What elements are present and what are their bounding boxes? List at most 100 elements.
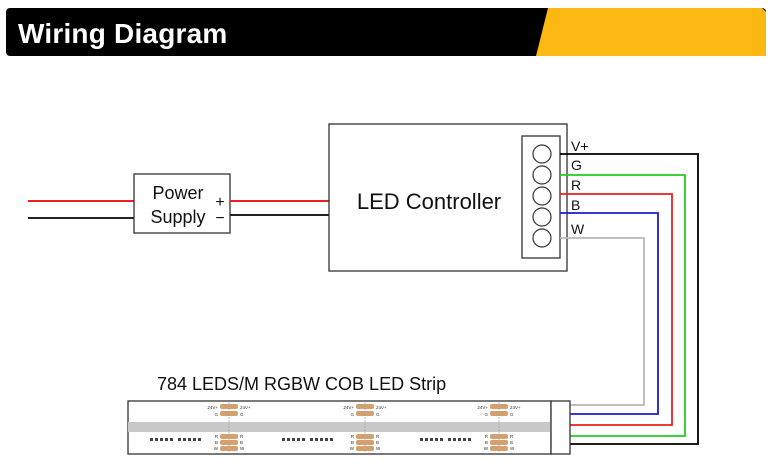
- pad-label-g-left-2: G: [484, 412, 488, 417]
- power-supply-plus: +: [215, 194, 224, 211]
- pad-lower-1-1: [356, 440, 374, 445]
- component-mark-5-2: [458, 438, 461, 441]
- power-supply-box: [133, 173, 231, 234]
- pad-upper-b-1: [356, 411, 374, 416]
- component-mark-1-2: [188, 438, 191, 441]
- pad-lower-0-0: [220, 434, 238, 439]
- wire-v-plus: [560, 153, 699, 445]
- pad-lower-2-0: [490, 434, 508, 439]
- component-mark-2-1: [287, 438, 290, 441]
- component-mark-2-0: [282, 438, 285, 441]
- component-mark-3-2: [320, 438, 323, 441]
- component-mark-3-4: [330, 438, 333, 441]
- terminal-label-r: R: [571, 177, 581, 193]
- strip-connector: [550, 400, 571, 455]
- pad-label-b-right-0: B: [240, 440, 243, 445]
- pad-label-r-right-2: R: [510, 434, 514, 439]
- pad-lower-2-1: [490, 440, 508, 445]
- header-banner-shape: [6, 8, 766, 56]
- pad-lower-0-1: [220, 440, 238, 445]
- component-mark-5-4: [468, 438, 471, 441]
- pad-label-g-right-1: G: [376, 412, 380, 417]
- pad-label-24v-left-2: 24V+: [477, 405, 488, 410]
- component-mark-4-1: [425, 438, 428, 441]
- pad-label-b-right-2: B: [510, 440, 513, 445]
- pad-label-r-right-1: R: [376, 434, 380, 439]
- pad-label-w-right-2: W: [510, 446, 515, 451]
- wire-g: [560, 174, 686, 437]
- component-mark-2-4: [302, 438, 305, 441]
- pad-label-w-right-1: W: [376, 446, 381, 451]
- pad-label-b-right-1: B: [376, 440, 379, 445]
- pad-label-r-left-2: R: [485, 434, 489, 439]
- pad-upper-b-0: [220, 411, 238, 416]
- pad-label-g-right-2: G: [510, 412, 514, 417]
- wire-b: [560, 212, 659, 415]
- component-mark-2-2: [292, 438, 295, 441]
- terminal-label-b: B: [571, 197, 580, 213]
- pad-label-w-left-1: W: [350, 446, 355, 451]
- pad-label-24v-right-2: 24V+: [510, 405, 521, 410]
- wire-w: [560, 237, 645, 406]
- power-supply-label-line2: Supply: [150, 207, 205, 227]
- pad-label-24v-left-1: 24V+: [343, 405, 354, 410]
- component-mark-4-4: [440, 438, 443, 441]
- pad-lower-2-2: [490, 446, 508, 451]
- terminal-g: [532, 165, 552, 185]
- component-mark-2-3: [297, 438, 300, 441]
- pad-upper-b-2: [490, 411, 508, 416]
- strip-center-band: [128, 422, 551, 432]
- component-mark-5-1: [453, 438, 456, 441]
- header-accent: [536, 8, 766, 56]
- pad-lower-0-2: [220, 446, 238, 451]
- page-title: Wiring Diagram: [18, 18, 228, 49]
- pad-lower-1-2: [356, 446, 374, 451]
- pad-label-w-left-2: W: [484, 446, 489, 451]
- controller-label: LED Controller: [357, 189, 501, 214]
- component-mark-3-1: [315, 438, 318, 441]
- component-mark-5-3: [463, 438, 466, 441]
- component-mark-0-0: [150, 438, 153, 441]
- pad-label-24v-right-1: 24V+: [376, 405, 387, 410]
- component-mark-5-0: [448, 438, 451, 441]
- terminal-v-plus: [532, 144, 552, 164]
- strip-title: 784 LEDS/M RGBW COB LED Strip: [157, 374, 446, 394]
- component-mark-3-0: [310, 438, 313, 441]
- component-mark-1-0: [178, 438, 181, 441]
- pad-lower-1-0: [356, 434, 374, 439]
- terminal-label-g: G: [571, 157, 582, 173]
- header-banner: Wiring Diagram: [6, 8, 766, 56]
- pad-label-r-right-0: R: [240, 434, 244, 439]
- component-mark-4-3: [435, 438, 438, 441]
- pad-label-r-left-0: R: [215, 434, 219, 439]
- component-mark-4-0: [420, 438, 423, 441]
- component-mark-1-4: [198, 438, 201, 441]
- pad-label-24v-left-0: 24V+: [207, 405, 218, 410]
- power-supply-minus: −: [215, 210, 224, 227]
- wire-r: [560, 193, 673, 426]
- pad-label-w-left-0: W: [214, 446, 219, 451]
- pad-label-b-left-2: B: [485, 440, 488, 445]
- terminal-label-v-plus: V+: [571, 138, 589, 154]
- component-mark-1-3: [193, 438, 196, 441]
- terminal-r: [532, 186, 552, 206]
- pad-label-b-left-0: B: [215, 440, 218, 445]
- component-mark-1-1: [183, 438, 186, 441]
- component-mark-0-2: [160, 438, 163, 441]
- terminal-label-w: W: [571, 221, 585, 237]
- pad-label-24v-right-0: 24V+: [240, 405, 251, 410]
- pad-label-g-left-1: G: [350, 412, 354, 417]
- pad-label-r-left-1: R: [351, 434, 355, 439]
- pad-label-b-left-1: B: [351, 440, 354, 445]
- component-mark-4-2: [430, 438, 433, 441]
- pad-label-w-right-0: W: [240, 446, 245, 451]
- terminal-b: [532, 207, 552, 227]
- component-mark-0-4: [170, 438, 173, 441]
- power-supply-label-line1: Power: [152, 183, 203, 203]
- component-mark-0-3: [165, 438, 168, 441]
- component-mark-0-1: [155, 438, 158, 441]
- pad-label-g-right-0: G: [240, 412, 244, 417]
- pad-label-g-left-0: G: [214, 412, 218, 417]
